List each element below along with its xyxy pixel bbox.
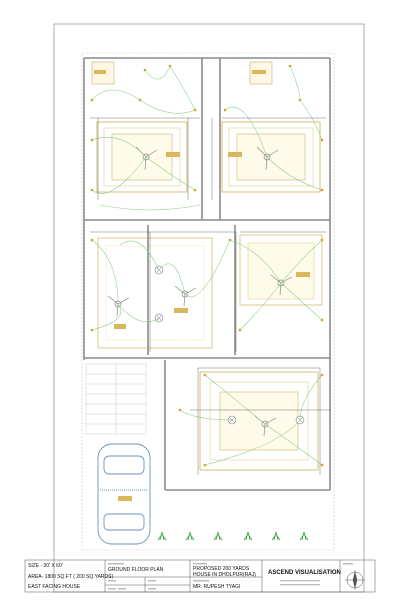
toilet-1-label [94, 70, 106, 74]
sheet-border [53, 23, 365, 593]
parking-label [118, 496, 132, 501]
staircase [85, 363, 147, 435]
drawing-title: GROUND FLOOR PLAN [108, 567, 164, 573]
firm-name: ASCEND VISUALISATION [268, 570, 341, 576]
plot-outline [81, 52, 335, 551]
area-text: AREA- 1800 SQ.FT ( 200 SQ.YARDS) [28, 574, 114, 580]
bedroom-3 [239, 234, 323, 306]
facing-text: EAST FACING HOUSE [28, 584, 81, 590]
car-icon [97, 443, 151, 545]
outer-walls [83, 57, 331, 491]
kitchen-label [114, 324, 126, 329]
dimension-lines [90, 117, 330, 475]
dining-zone [97, 237, 213, 349]
bedroom-1-label [166, 152, 180, 157]
bedroom-2 [221, 121, 321, 193]
title-block-field-marks [108, 563, 353, 590]
floor-plan [81, 52, 335, 551]
dining-label [174, 308, 188, 313]
north-arrow-icon [345, 570, 365, 590]
title-block [24, 559, 376, 593]
toilet-2-label [252, 70, 266, 74]
bedroom-3-label [296, 272, 310, 277]
electrical-wiring [91, 65, 323, 466]
project-text: PROPOSED 200 YARDS HOUSE IN DHOLPUR(RAJ) [193, 566, 256, 578]
size-text: SIZE - 30' X 60' [28, 563, 63, 569]
client-name: MR. RUPESH TYAGI [193, 584, 241, 590]
shrub-icon [157, 531, 309, 541]
bedroom-2-label [228, 152, 242, 157]
bedroom-1 [96, 121, 188, 193]
